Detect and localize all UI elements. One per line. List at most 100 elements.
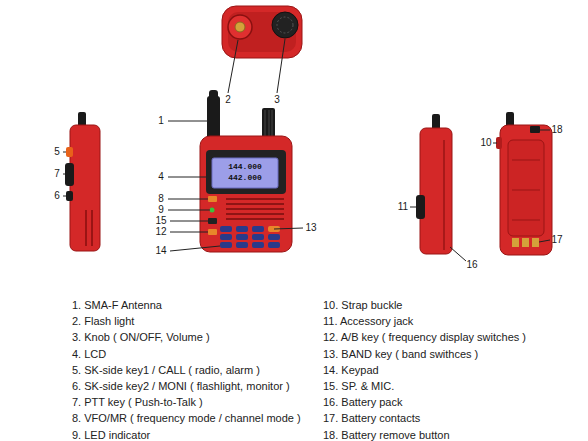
speaker-grille (226, 199, 284, 219)
accessory-jack (416, 195, 425, 219)
key (252, 226, 264, 232)
part-list-item: 7. PTT key ( Push-to-Talk ) (72, 397, 203, 408)
lcd-frequency: 442.000 (228, 174, 262, 182)
grille-slot (226, 213, 284, 215)
top-view (222, 6, 302, 93)
leader-line (63, 174, 65, 175)
volume-knob (262, 108, 275, 140)
mic-hole (208, 218, 217, 224)
knob-ridge (265, 110, 266, 138)
callout-number: 10 (480, 138, 491, 148)
led-indicator (210, 208, 215, 213)
part-list-item: 15. SP. & MIC. (323, 381, 394, 392)
side-key-call (66, 147, 73, 157)
key (220, 234, 232, 240)
volume-knob (272, 12, 298, 38)
part-list-item: 2. Flash light (72, 316, 134, 327)
part-list-item: 18. Battery remove button (323, 429, 450, 440)
connector-pin (235, 22, 245, 32)
callout-number: 17 (551, 235, 562, 245)
part-list-item: 5. SK-side key1 / CALL ( radio, alarm ) (72, 364, 260, 375)
part-list-item: 11. Accessory jack (323, 316, 413, 327)
ptt-key (65, 163, 74, 186)
lcd-screen (212, 158, 278, 188)
battery-contact (522, 238, 529, 247)
knob-ridges (277, 17, 293, 33)
leader-line (410, 207, 416, 208)
key (252, 234, 264, 240)
battery-rib (512, 220, 540, 221)
grille-slot (226, 198, 284, 200)
battery-rib (512, 190, 540, 191)
radio-side-body (420, 128, 452, 254)
part-list-item: 12. A/B key ( frequency display switches… (323, 332, 526, 343)
key (268, 242, 280, 248)
callout-number: 18 (551, 125, 562, 135)
back-view (493, 112, 552, 255)
callout-number: 16 (466, 260, 477, 270)
part-list-item: 13. BAND key ( band swithces ) (323, 348, 478, 359)
leader-line (493, 143, 497, 144)
knob-ridge (272, 110, 273, 138)
leader-line (539, 240, 550, 242)
part-list-item: 9. LED indicator (72, 429, 150, 440)
key (236, 242, 248, 248)
leader-line (170, 221, 208, 222)
callout-number: 1 (158, 116, 164, 126)
antenna-connector (228, 15, 252, 39)
antenna-tip (209, 90, 218, 100)
right-side-view (410, 114, 466, 261)
part-list-item: 4. LCD (72, 348, 106, 359)
radio-back-body (500, 125, 552, 255)
leader-line (228, 40, 238, 93)
part-list-item: 10. Strap buckle (323, 300, 403, 311)
callout-number: 12 (155, 227, 166, 237)
callout-number: 14 (155, 246, 166, 256)
part-list-item: 3. Knob ( ON/OFF, Volume ) (72, 332, 210, 343)
grille-slot (226, 208, 284, 210)
lcd-frequency: 144.000 (228, 163, 262, 171)
leader-line (450, 247, 466, 261)
grille-slot (226, 218, 284, 220)
leader-line (63, 196, 66, 197)
battery-pack (508, 140, 544, 236)
vfo-mr-key (208, 196, 217, 202)
leader-line (274, 228, 303, 229)
grille-slot (226, 203, 284, 205)
leader-lines (168, 121, 303, 251)
battery-contact (532, 238, 539, 247)
part-list-item: 14. Keypad (323, 364, 379, 375)
battery-contact (512, 238, 519, 247)
key (252, 242, 264, 248)
part-list-item: 17. Battery contacts (323, 413, 420, 424)
leader-line (170, 232, 208, 233)
front-view (168, 90, 303, 252)
key (220, 226, 232, 232)
key (236, 226, 248, 232)
callout-number: 7 (54, 169, 60, 179)
callout-number: 3 (274, 95, 280, 105)
radio-body (200, 136, 292, 252)
callout-number: 8 (158, 194, 164, 204)
callout-number: 4 (158, 172, 164, 182)
callout-number: 6 (54, 191, 60, 201)
leader-line (168, 199, 208, 200)
radio-top-body (222, 6, 302, 58)
key (220, 242, 232, 248)
leader-line (168, 210, 210, 211)
callout-number: 15 (155, 216, 166, 226)
side-key-moni (66, 191, 73, 201)
grip-ridge (91, 210, 93, 246)
grip-ridge (85, 210, 87, 246)
battery-rib (512, 160, 540, 161)
callout-number: 2 (225, 95, 231, 105)
left-side-view (63, 112, 100, 251)
battery-seam (443, 140, 445, 250)
leader-line (277, 39, 285, 93)
callout-number: 11 (398, 202, 408, 212)
knob-ridge (269, 110, 270, 138)
key (236, 234, 248, 240)
antenna (207, 96, 220, 142)
key (268, 234, 280, 240)
